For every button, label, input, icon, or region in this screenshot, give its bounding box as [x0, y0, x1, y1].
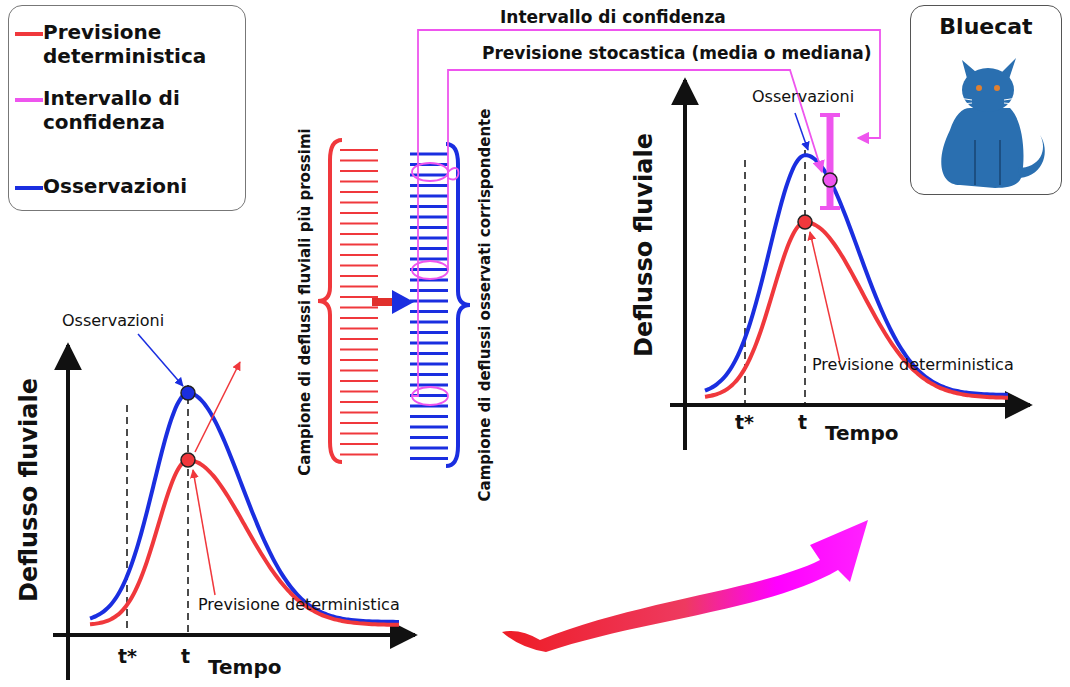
leader-arrow: [138, 334, 183, 386]
annotation: Tempo: [208, 656, 281, 679]
annotation: Intervallo di confidenza: [500, 8, 726, 28]
confidence-leader: [412, 172, 418, 173]
bracket: [446, 144, 470, 466]
legend-box: Previsione deterministicaIntervallo di c…: [8, 5, 246, 211]
legend-item: Intervallo di confidenza: [13, 86, 243, 134]
observed-sample: [410, 154, 448, 459]
axis-label: Campione di deflussi fluviali più prossi…: [297, 128, 314, 475]
annotation: t: [181, 646, 190, 668]
x-axis: [53, 633, 415, 637]
annotation: Osservazioni: [752, 88, 854, 106]
legend-swatch: [13, 174, 43, 198]
time-marker: [126, 405, 128, 635]
bracket: [318, 140, 342, 462]
leader-arrow: [195, 362, 240, 452]
annotation: t*: [735, 412, 754, 434]
annotation: Previsione deterministica: [198, 596, 400, 614]
cat-illustration: [941, 58, 1045, 188]
peak-dot: [181, 386, 195, 400]
axis-label: Campione di deflussi osservati corrispon…: [477, 109, 494, 502]
legend-text: Intervallo di confidenza: [43, 86, 239, 134]
time-marker: [187, 385, 189, 635]
stochastic-leader: [447, 178, 449, 270]
legend-swatch: [13, 20, 43, 44]
title-box: Bluecat: [910, 5, 1062, 195]
legend-item: Previsione deterministica: [13, 20, 243, 68]
forecast-curve: [90, 460, 399, 625]
annotation: Tempo: [825, 422, 898, 445]
box-title: Bluecat: [911, 14, 1061, 39]
annotation: Previsione deterministica: [812, 356, 1014, 374]
x-axis: [670, 403, 1030, 407]
confidence-cap: [820, 113, 840, 117]
y-axis: [683, 80, 687, 450]
annotation: t: [798, 412, 807, 434]
peak-dot: [798, 215, 812, 229]
leader-arrow: [810, 232, 840, 362]
y-axis: [66, 345, 70, 680]
axis-label: Deflusso fluviale: [631, 133, 659, 357]
confidence-bar: [827, 115, 834, 208]
confidence-cap: [820, 206, 840, 210]
transfer-arrow: [372, 298, 392, 306]
legend-item: Osservazioni: [13, 174, 243, 198]
legend-text: Previsione deterministica: [43, 20, 239, 68]
legend-text: Osservazioni: [43, 174, 239, 198]
leader-arrow: [193, 470, 215, 595]
annotation: Previsione stocastica (media o mediana): [482, 44, 872, 64]
legend-swatch: [13, 86, 43, 110]
annotation: t*: [118, 646, 137, 668]
transfer-arrow-head: [392, 290, 414, 314]
peak-dot: [823, 173, 837, 187]
peak-dot: [181, 453, 195, 467]
time-marker: [804, 150, 806, 405]
process-arrow: [502, 520, 868, 652]
axis-label: Deflusso fluviale: [16, 378, 44, 602]
annotation: Osservazioni: [62, 312, 164, 330]
